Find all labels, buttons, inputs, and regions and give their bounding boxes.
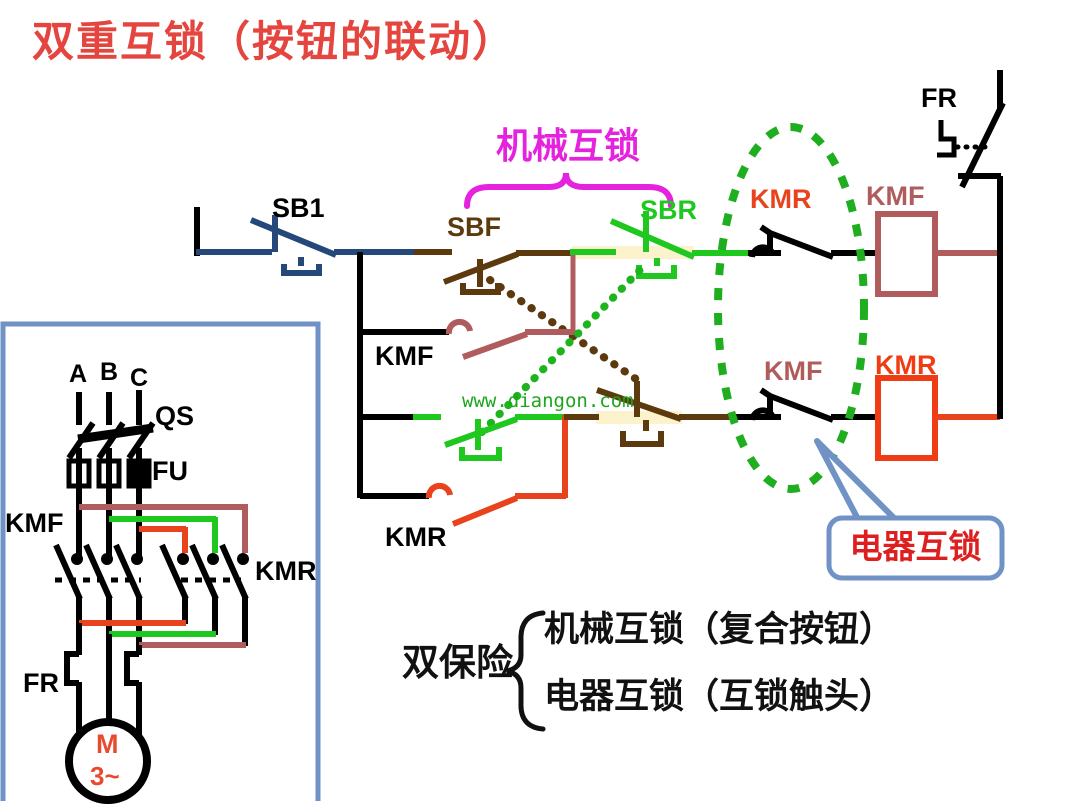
sb1-label: SB1	[272, 193, 325, 223]
mechanical-interlock-label: 机械互锁	[496, 126, 641, 166]
swap-top-rose	[79, 504, 248, 553]
kmf-nc-contact	[735, 387, 878, 423]
kmr-hold-contact	[360, 482, 566, 527]
kmr-nc-contact	[748, 224, 878, 260]
sbr-link-dotted	[478, 264, 646, 436]
motor-circle	[65, 718, 151, 804]
main-contacts	[53, 543, 249, 646]
sb1-contact	[196, 215, 416, 276]
swap-top-green	[109, 516, 218, 553]
control-circuit	[194, 70, 1006, 527]
qs-label: QS	[155, 401, 195, 431]
blue-frame	[0, 321, 321, 801]
swap-top-orange	[139, 526, 188, 553]
electrical-interlock-ellipse	[714, 123, 868, 493]
phase-drops	[76, 448, 142, 556]
kmf-coil	[875, 211, 938, 297]
electrical-interlock-callout: 电器互锁	[849, 529, 982, 566]
kmf-hold-contact	[360, 318, 574, 360]
sbr-label: SBR	[640, 195, 698, 225]
watermark: www.diangon.com	[462, 390, 634, 412]
phase-a-label: A	[69, 360, 88, 388]
kmr-interlock-label: KMR	[750, 184, 812, 214]
kmr-coil	[875, 375, 938, 461]
fr-heaters	[64, 651, 139, 686]
kmr-coil-label: KMR	[875, 350, 937, 380]
power-circuit	[0, 321, 321, 804]
page-title: 双重互锁（按钮的联动）	[32, 20, 517, 66]
kmf-power-label: KMF	[5, 508, 64, 538]
kmf-hold-label: KMF	[375, 341, 434, 371]
sbf-no-contact	[414, 249, 574, 295]
fr-contact	[937, 70, 1006, 189]
summary-item-mechanical: 机械互锁（复合按钮）	[544, 610, 895, 649]
kmf-coil-label: KMF	[866, 181, 925, 211]
sbr-no-contact	[412, 414, 566, 461]
kmr-power-label: KMR	[255, 556, 317, 586]
mechanical-interlock-brace	[464, 172, 674, 209]
sbf-label: SBF	[447, 212, 501, 242]
motor-type-label: 3~	[90, 761, 120, 791]
fu-label: FU	[152, 456, 188, 486]
motor-label: M	[96, 729, 119, 759]
qs-switch	[66, 421, 156, 460]
annotation-graphics	[464, 123, 1005, 732]
kmr-hold-label: KMR	[385, 522, 447, 552]
sbf-nc-contact	[564, 381, 736, 447]
phase-stubs	[76, 390, 142, 425]
phase-c-label: C	[130, 364, 149, 392]
fr-power-label: FR	[23, 668, 59, 698]
summary-head: 双保险	[402, 643, 513, 684]
summary-item-electrical: 电器互锁（互锁触头）	[544, 677, 895, 716]
callout-frame	[826, 515, 1005, 581]
fr-control-label: FR	[921, 83, 957, 113]
phase-b-label: B	[100, 358, 119, 386]
summary-brace	[506, 610, 546, 732]
kmf-interlock-label: KMF	[764, 356, 823, 386]
